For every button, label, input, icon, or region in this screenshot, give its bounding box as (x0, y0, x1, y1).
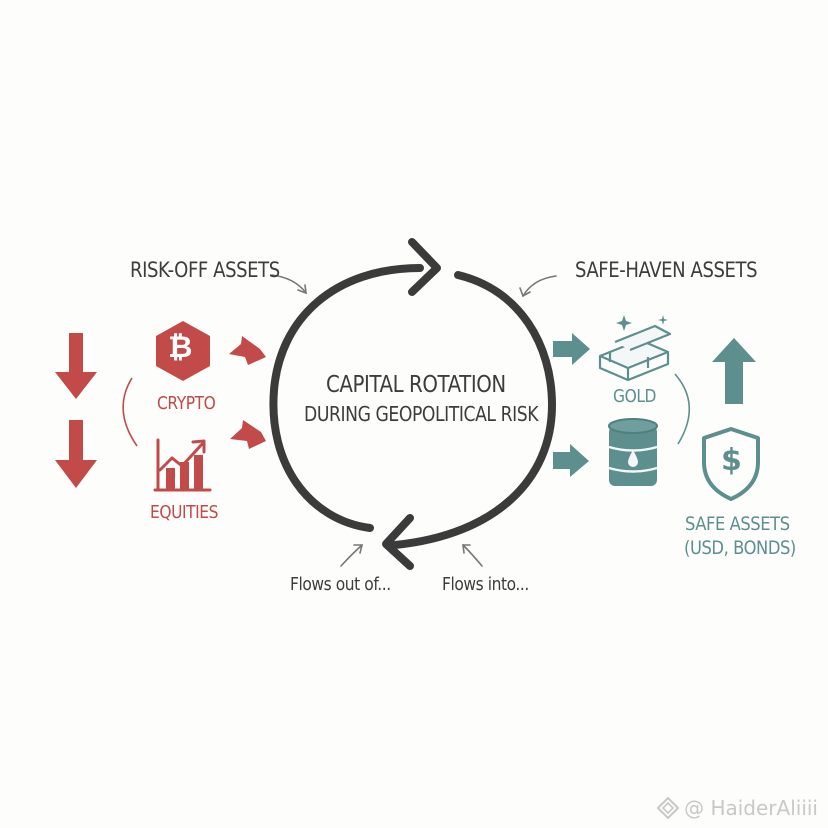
outflow-arrow-icon (229, 336, 266, 365)
risk-off-pointer-icon (271, 274, 307, 294)
safe-assets-label: SAFE ASSETS (685, 513, 790, 535)
diagram-subtitle: DURING GEOPOLITICAL RISK (304, 402, 539, 426)
flows-into-pointer-icon (462, 544, 483, 567)
risk-off-bracket (122, 377, 138, 447)
oil-barrel-icon (608, 418, 658, 486)
safe-haven-pointer-icon (522, 275, 557, 297)
crypto-label: CRYPTO (157, 393, 216, 414)
cycle-arrowhead-bottom (382, 514, 414, 570)
flows-out-pointer-icon (340, 544, 363, 567)
watermark-text: @ HaiderAliiii (684, 796, 818, 820)
diamond-logo-icon (656, 796, 680, 820)
outflow-arrow-icon (230, 420, 266, 449)
gold-bars-icon (598, 315, 672, 382)
safe-haven-bracket (674, 373, 691, 445)
down-arrow-icon (55, 420, 97, 488)
shield-dollar-icon (702, 427, 760, 501)
stock-chart-icon (153, 438, 212, 492)
bitcoin-glyph: ₿ (168, 330, 192, 365)
inflow-arrow-icon (553, 333, 590, 365)
safe-haven-label: SAFE-HAVEN ASSETS (575, 258, 758, 282)
cycle-arc-top (269, 264, 424, 532)
safe-assets-sublabel: (USD, BONDS) (684, 537, 796, 559)
watermark: @ HaiderAliiii (656, 796, 818, 820)
diagram-title: CAPITAL ROTATION (326, 372, 506, 398)
risk-off-label: RISK-OFF ASSETS (130, 258, 280, 282)
flows-into-label: Flows into... (442, 574, 529, 595)
cycle-arc-bottom (391, 271, 556, 549)
cycle-arrowhead-top (408, 238, 441, 296)
down-arrow-icon (55, 333, 97, 399)
equities-label: EQUITIES (150, 502, 219, 523)
flows-out-label: Flows out of... (290, 574, 391, 595)
dollar-glyph: $ (721, 443, 742, 478)
inflow-arrow-icon (553, 444, 589, 477)
gold-label: GOLD (613, 386, 657, 407)
up-arrow-icon (712, 338, 756, 404)
bitcoin-icon (156, 321, 210, 381)
